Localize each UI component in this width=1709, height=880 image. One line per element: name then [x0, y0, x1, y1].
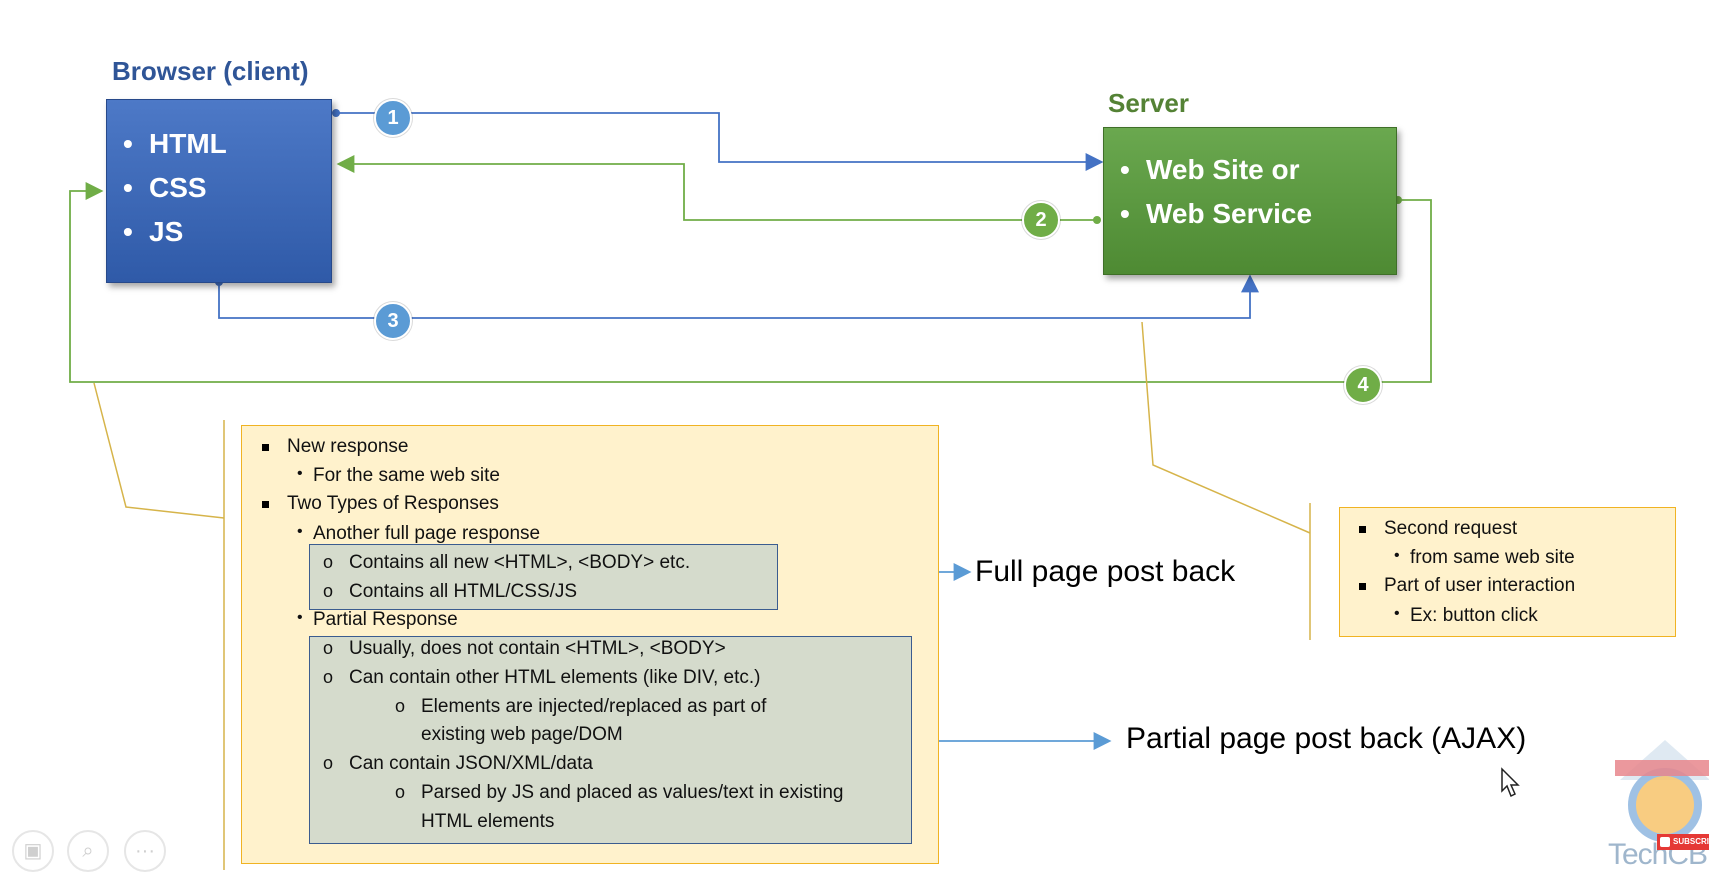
full-response-box: [309, 544, 778, 610]
note-line-full-page: Another full page response: [313, 523, 541, 544]
step-3-badge: 3: [374, 302, 412, 340]
dot-bullet: •: [297, 523, 303, 540]
square-bullet: [262, 501, 269, 508]
request-3-line: [218, 274, 1259, 319]
square-bullet: [262, 444, 269, 451]
small-note-line-1: Second request: [1384, 518, 1518, 539]
second-request-note: [1339, 507, 1676, 637]
circle-bullet: o: [323, 581, 334, 601]
mouse-cursor-icon: [1501, 767, 1520, 798]
full-box-line-2: Contains all HTML/CSS/JS: [349, 581, 578, 602]
server-item-website: •Web Site or: [1120, 154, 1300, 185]
small-note-line-1a: from same web site: [1410, 547, 1575, 568]
callout-main-line: [93, 382, 225, 519]
response-4-line: [69, 182, 1432, 383]
note-line-same-site: For the same web site: [313, 465, 500, 486]
partial-line-3a-1: Parsed by JS and placed as values/text i…: [421, 782, 844, 803]
circle-bullet: o: [395, 782, 406, 802]
browser-item-js: •JS: [123, 216, 184, 247]
small-note-line-2: Part of user interaction: [1384, 575, 1576, 596]
server-box: •Web Site or •Web Service: [1103, 127, 1397, 275]
more-icon[interactable]: ···: [124, 830, 166, 872]
partial-line-2a-2: existing web page/DOM: [421, 724, 623, 745]
browser-item-html: •HTML: [123, 128, 227, 159]
server-item-webservice: •Web Service: [1120, 198, 1313, 229]
partial-line-2: Can contain other HTML elements (like DI…: [349, 667, 761, 688]
small-note-line-2a: Ex: button click: [1410, 605, 1538, 626]
partial-line-1: Usually, does not contain <HTML>, <BODY>: [349, 638, 726, 659]
partial-line-2a-1: Elements are injected/replaced as part o…: [421, 696, 767, 717]
partial-line-3: Can contain JSON/XML/data: [349, 753, 593, 774]
note-line-two-types: Two Types of Responses: [287, 493, 499, 514]
step-2-badge: 2: [1022, 201, 1060, 239]
full-box-line-1: Contains all new <HTML>, <BODY> etc.: [349, 552, 691, 573]
dot-bullet: •: [1394, 547, 1400, 564]
circle-bullet: o: [395, 696, 406, 716]
circle-bullet: o: [323, 753, 334, 773]
browser-item-css: •CSS: [123, 172, 207, 203]
partial-line-3a-2: HTML elements: [421, 811, 555, 832]
server-title: Server: [1108, 88, 1189, 118]
request-1-line: [336, 112, 1104, 171]
subscribe-badge[interactable]: SUBSCRIBE: [1657, 834, 1709, 850]
partial-response-box: [309, 636, 912, 844]
logo-band-shape: [1615, 760, 1709, 776]
logo-circle-shape: [1628, 768, 1702, 842]
full-page-postback-label: Full page post back: [975, 555, 1236, 588]
dot-bullet: •: [297, 465, 303, 482]
dot-bullet: •: [297, 609, 303, 626]
square-bullet: [1359, 526, 1366, 533]
circle-bullet: o: [323, 638, 334, 658]
slides-icon[interactable]: ▣: [12, 830, 54, 872]
step-1-badge: 1: [374, 99, 412, 137]
partial-page-postback-label: Partial page post back (AJAX): [1126, 722, 1527, 755]
note-line-new-response: New response: [287, 436, 409, 457]
note-line-partial: Partial Response: [313, 609, 458, 630]
dot-bullet: •: [1394, 605, 1400, 622]
browser-box: •HTML •CSS •JS: [106, 99, 332, 283]
circle-bullet: o: [323, 552, 334, 572]
zoom-icon[interactable]: ⌕: [67, 830, 109, 872]
circle-bullet: o: [323, 667, 334, 687]
browser-title: Browser (client): [112, 56, 309, 86]
step-4-badge: 4: [1344, 366, 1382, 404]
square-bullet: [1359, 583, 1366, 590]
response-2-line: [336, 155, 1097, 221]
callout-small-line: [1141, 321, 1311, 534]
